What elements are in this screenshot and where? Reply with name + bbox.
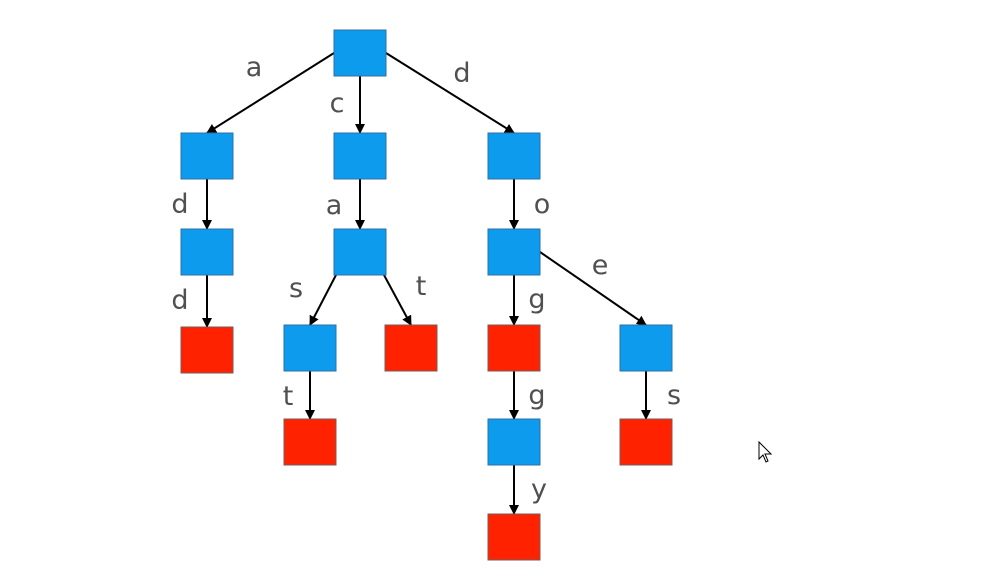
edge-label-dog-dogg: g [528,380,545,411]
edge-label-ad-add: d [171,285,188,316]
edge-label-ca-cas: s [289,273,303,304]
internal-node-cas [283,324,337,372]
edge-arrow-do-doe [539,251,647,326]
edge-label-dogg-doggy: y [531,474,547,505]
edge-label-do-doe: e [592,250,609,281]
edge-label-c-ca: a [326,190,343,221]
terminal-node-doggy [487,513,541,561]
edge-arrow-root-a [206,52,335,134]
internal-node-doe [619,324,673,372]
edge-label-root-c: c [330,88,345,119]
edge-label-do-dog: g [528,284,545,315]
edge-label-a-ad: d [171,189,188,220]
terminal-node-dog [487,324,541,372]
internal-node-a [180,132,234,180]
internal-node-dogg [487,418,541,466]
terminal-node-cat [384,324,438,372]
edge-arrow-ca-cat [383,274,412,326]
edge-label-root-a: a [246,52,263,83]
edge-arrow-root-d [385,52,515,134]
internal-node-root [333,29,387,77]
edge-label-root-d: d [453,58,470,89]
mouse-cursor-icon [758,440,773,463]
edge-labels-layer: a c d d d a s t t o g g y e s [171,52,681,505]
terminal-node-cast [283,418,337,466]
edge-label-cas-cast: t [283,381,294,412]
internal-node-ad [180,228,234,276]
nodes-layer [180,29,673,561]
edge-label-d-do: o [534,189,551,220]
internal-node-d [487,132,541,180]
internal-node-ca [333,228,387,276]
edge-arrow-ca-cas [309,274,337,326]
terminal-node-add [180,326,234,374]
terminal-node-does [619,418,673,466]
internal-node-do [487,228,541,276]
edge-label-doe-does: s [667,380,681,411]
edge-label-ca-cat: t [416,271,427,302]
internal-node-c [333,132,387,180]
edges-layer [202,52,651,515]
